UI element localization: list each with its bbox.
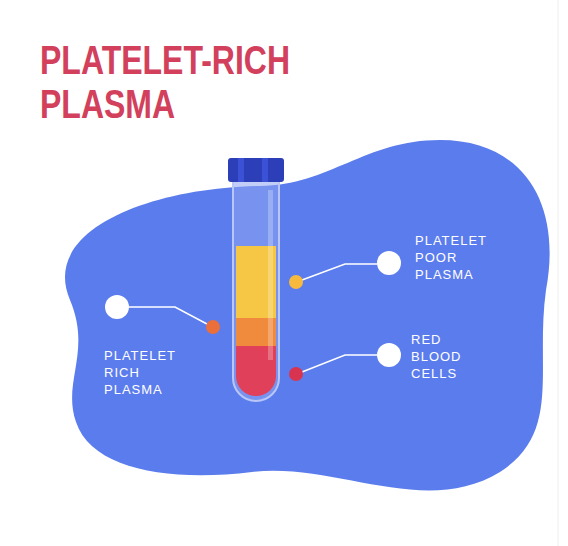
panel-edge bbox=[558, 0, 559, 546]
callout-label: PLATELET RICH PLASMA bbox=[104, 347, 182, 398]
test-tube bbox=[228, 158, 284, 401]
callout-label: PLATELET POOR PLASMA bbox=[415, 232, 493, 283]
background-blob bbox=[65, 140, 550, 490]
title: PLATELET-RICH PLASMA bbox=[40, 38, 320, 126]
callout-label: RED BLOOD CELLS bbox=[411, 331, 489, 382]
